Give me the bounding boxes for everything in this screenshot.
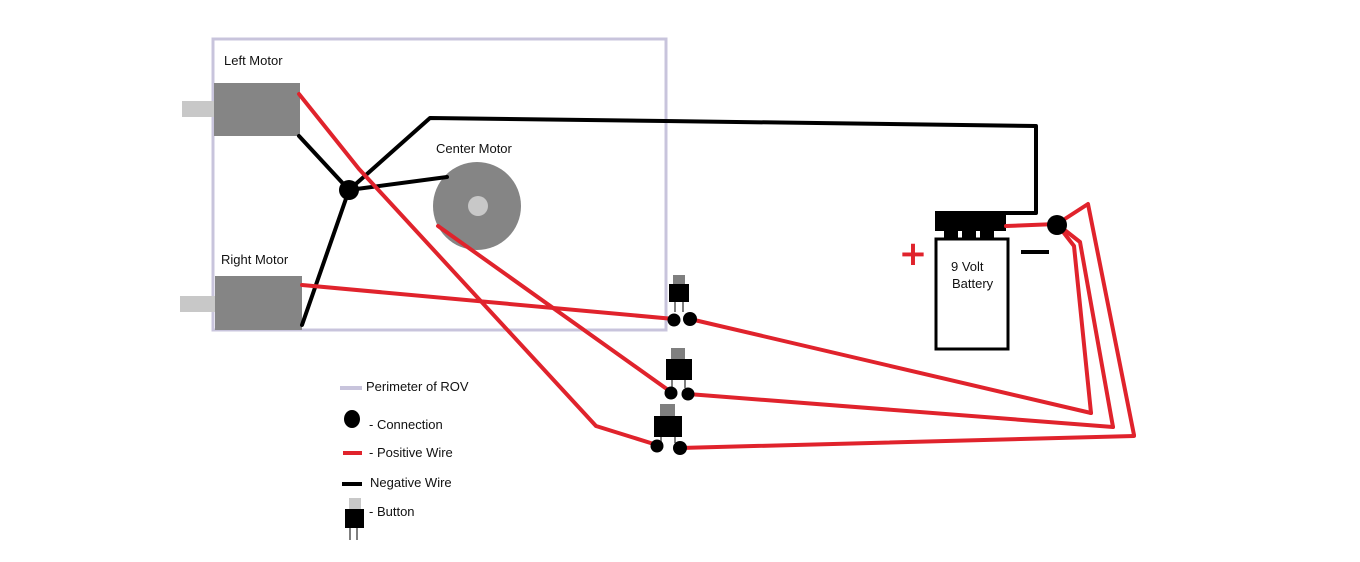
right-motor [180, 276, 302, 330]
button-leg [674, 437, 676, 443]
battery-label-line2: Battery [952, 276, 994, 291]
negative-wires [297, 116, 1038, 327]
button-leg [682, 302, 684, 312]
battery-plus-sign: + [899, 234, 928, 274]
center-motor-label: Center Motor [436, 141, 513, 156]
positive-wire-button2-to-bus [686, 392, 1115, 429]
left-motor-body [214, 83, 300, 136]
battery-terminal-1 [944, 229, 958, 240]
positive-wire-center-motor [436, 224, 673, 394]
negative-wire-center-motor [347, 175, 449, 192]
center-motor [433, 162, 521, 250]
legend-button-label: - Button [369, 504, 415, 519]
button-left-motor [650, 404, 687, 455]
negative-wire-left-motor [297, 134, 351, 192]
battery-body [934, 237, 1010, 351]
negative-wire-right-motor [300, 188, 351, 327]
legend-negative-label: Negative Wire [370, 475, 452, 490]
connection-dot-battery-positive [1047, 215, 1067, 235]
legend: Perimeter of ROV - Connection - Positive… [340, 379, 469, 540]
right-motor-label: Right Motor [221, 252, 289, 267]
battery-label-line1: 9 Volt [951, 259, 984, 274]
battery-terminal-2 [962, 229, 976, 240]
button-terminal [667, 313, 681, 327]
left-motor-label: Left Motor [224, 53, 283, 68]
button-terminal [673, 441, 687, 455]
left-motor [182, 83, 300, 136]
legend-button-cap [349, 498, 361, 510]
legend-connection-label: - Connection [369, 417, 443, 432]
button-cap [671, 348, 685, 360]
button-terminal [664, 386, 678, 400]
button-body [666, 359, 692, 380]
legend-button-icon [345, 498, 364, 540]
positive-wire-left-motor [297, 92, 659, 447]
button-leg [660, 437, 662, 443]
right-motor-shaft [180, 296, 216, 312]
rov-perimeter [211, 37, 668, 332]
battery-minus-sign [1021, 250, 1049, 254]
button-body [654, 416, 682, 437]
legend-positive-label: - Positive Wire [369, 445, 453, 460]
battery: 9 Volt Battery [934, 211, 1010, 351]
button-cap [660, 404, 675, 417]
connection-dot-ground [339, 180, 359, 200]
button-center-motor [664, 348, 695, 401]
legend-button-leg [356, 528, 358, 540]
legend-button-leg [349, 528, 351, 540]
legend-button-body [345, 509, 364, 528]
positive-wire-junction-middle [1055, 222, 1115, 429]
button-leg [674, 302, 676, 312]
positive-wire-junction-inner [1055, 222, 1093, 415]
positive-wire-button3-to-bus [678, 434, 1136, 450]
legend-connection-icon [344, 410, 360, 428]
battery-cap [935, 211, 1006, 231]
negative-wire-to-battery [347, 116, 1038, 215]
button-cap [673, 275, 685, 285]
button-terminal [681, 387, 695, 401]
left-motor-shaft [182, 101, 216, 117]
positive-wire-button1-to-bus [688, 317, 1093, 415]
button-terminal [650, 439, 664, 453]
button-leg [671, 380, 673, 388]
right-motor-body [215, 276, 302, 330]
button-leg [684, 380, 686, 388]
positive-wire-right-motor [300, 283, 676, 321]
battery-terminal-3 [980, 229, 994, 240]
center-motor-shaft [468, 196, 488, 216]
button-body [669, 284, 689, 302]
button-right-motor [667, 275, 697, 327]
positive-wires [297, 92, 1136, 450]
positive-wire-junction-outer [1055, 202, 1136, 437]
button-terminal [683, 312, 697, 326]
legend-perimeter-label: Perimeter of ROV [366, 379, 469, 394]
